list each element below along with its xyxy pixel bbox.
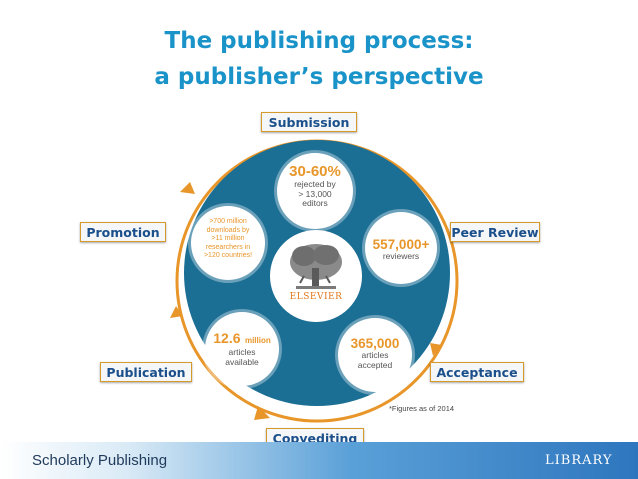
- rejected-value: 30-60%: [289, 163, 341, 180]
- reviewers-stat: 557,000+ reviewers: [365, 212, 437, 284]
- downloads-stat: >700 million downloads by >11 million re…: [191, 206, 265, 280]
- rejected-line3: editors: [302, 198, 328, 208]
- accepted-line2: accepted: [357, 359, 393, 370]
- cycle-arrow-icon: [430, 343, 442, 356]
- elsevier-logo-text: ELSEVIER: [289, 292, 343, 302]
- stage-publication: Publication: [100, 362, 192, 382]
- downloads-line3: >11 million: [211, 235, 245, 242]
- available-value: 12.6: [213, 330, 241, 346]
- footer-label: Scholarly Publishing: [32, 452, 168, 469]
- library-logo-text: LIBRARY: [545, 453, 613, 468]
- accepted-value: 365,000: [350, 336, 400, 351]
- downloads-line4: researchers in: [205, 243, 251, 251]
- reviewers-value: 557,000+: [372, 237, 430, 252]
- accepted-line1: articles: [361, 350, 389, 360]
- cycle-arrow-icon: [254, 406, 270, 420]
- downloads-line1: >700 million: [209, 218, 247, 225]
- rejected-line2: > 13,000: [298, 188, 332, 199]
- rejected-stat: 30-60% rejected by > 13,000 editors: [277, 153, 353, 229]
- available-stat: 12.6 million articles available: [205, 312, 279, 386]
- cycle-arrow-icon: [180, 182, 195, 194]
- title-line-2: a publisher’s perspective: [154, 64, 484, 90]
- stage-peer-review: Peer Review: [450, 222, 540, 242]
- footer-bar: [0, 442, 638, 479]
- downloads-line2: downloads by: [206, 226, 250, 234]
- accepted-stat: 365,000 articles accepted: [338, 318, 412, 392]
- rejected-line1: rejected by: [294, 179, 336, 189]
- stage-promotion: Promotion: [80, 222, 166, 242]
- stage-submission: Submission: [261, 112, 357, 132]
- title-line-1: The publishing process:: [164, 28, 474, 54]
- available-unit: million: [244, 336, 271, 345]
- available-line1: articles: [228, 347, 256, 357]
- cycle-arrow-icon: [170, 306, 183, 318]
- elsevier-tree-icon: [290, 244, 342, 289]
- reviewers-line1: reviewers: [382, 251, 420, 261]
- stage-acceptance: Acceptance: [430, 362, 524, 382]
- figures-footnote: *Figures as of 2014: [389, 404, 455, 413]
- available-line2: available: [225, 356, 259, 367]
- downloads-line5: >120 countries!: [203, 252, 253, 259]
